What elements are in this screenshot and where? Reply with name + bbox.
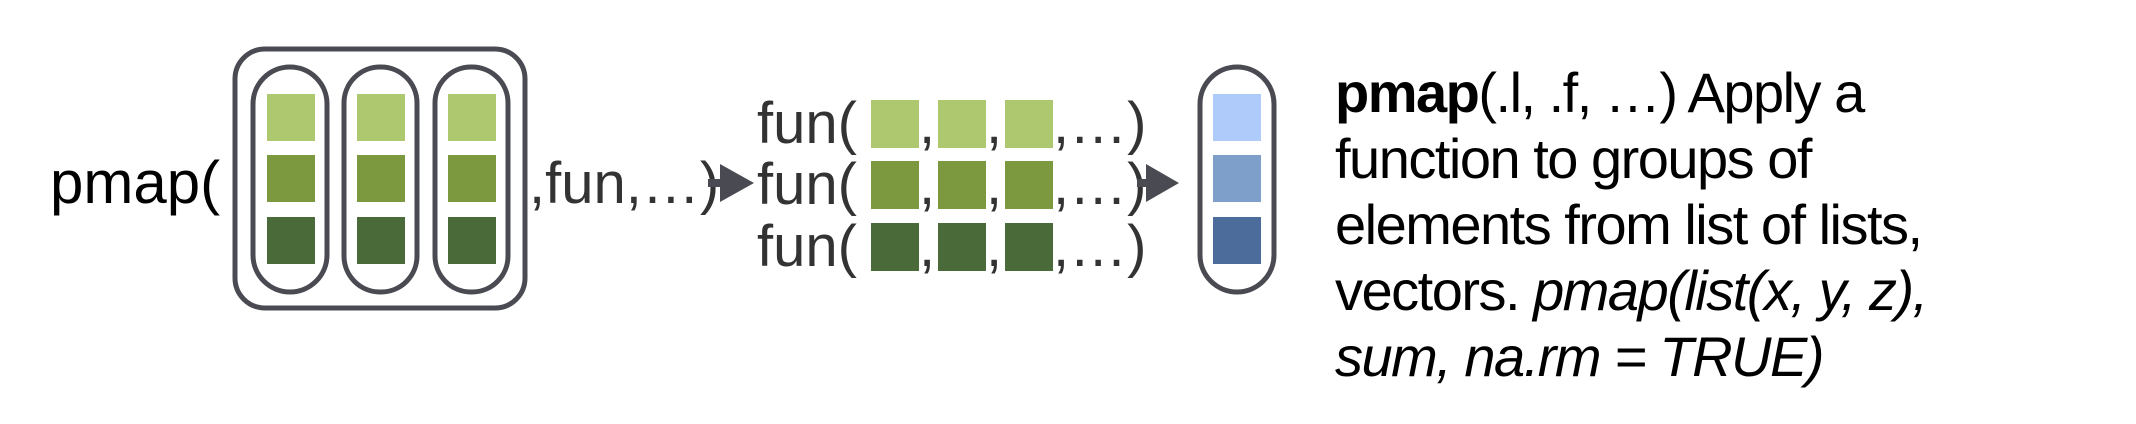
function-signature: (.l, .f, …) Apply a <box>1478 61 1865 124</box>
input-element-square <box>267 217 315 264</box>
argument-square <box>1005 223 1053 271</box>
input-element-square <box>357 155 405 202</box>
argument-separator: , <box>919 152 935 217</box>
pmap-args-label: ,fun,…) <box>529 151 719 216</box>
argument-square <box>871 161 919 209</box>
arrow-icon <box>1137 164 1179 202</box>
pmap-call-label: pmap( <box>50 149 220 216</box>
example-code: sum, na.rm = TRUE) <box>1335 325 1824 388</box>
list-of-lists-container <box>232 46 528 311</box>
argument-square <box>871 223 919 271</box>
description-text: vectors. <box>1335 259 1534 322</box>
argument-square <box>938 100 986 148</box>
argument-square <box>1005 161 1053 209</box>
list-pill-2 <box>341 64 420 295</box>
call-tail: ,…) <box>1053 214 1146 279</box>
description-line-1: pmap(.l, .f, …) Apply a <box>1335 60 1927 126</box>
argument-separator: , <box>986 214 1002 279</box>
arrow-icon <box>708 164 754 202</box>
input-element-square <box>448 155 496 202</box>
function-calls: fun(,, ,…) fun(,, ,…) fun(,, ,…) <box>757 91 1146 279</box>
input-element-square <box>448 217 496 264</box>
function-call-row: fun(,, ,…) <box>757 91 1146 156</box>
argument-square <box>871 100 919 148</box>
argument-separator: , <box>919 91 935 156</box>
output-element-square <box>1213 94 1261 141</box>
list-pill-3 <box>432 64 511 295</box>
description-line-3: elements from list of lists, <box>1335 193 1923 256</box>
output-list-pill <box>1197 64 1277 295</box>
output-elements <box>1213 94 1261 264</box>
function-name: pmap <box>1335 61 1480 124</box>
call-tail: ,…) <box>1053 91 1146 156</box>
description-line-2: function to groups of <box>1335 127 1812 190</box>
call-tail: ,…) <box>1053 152 1146 217</box>
argument-square <box>938 161 986 209</box>
description-line-5: sum, na.rm = TRUE) <box>1335 324 1927 390</box>
fun-label: fun( <box>757 214 857 279</box>
fun-label: fun( <box>757 91 857 156</box>
output-element-square <box>1213 155 1261 202</box>
description-line-4: vectors. pmap(list(x, y, z), <box>1335 258 1928 324</box>
input-elements <box>267 94 496 264</box>
argument-separator: , <box>919 214 935 279</box>
fun-label: fun( <box>757 152 857 217</box>
argument-square <box>1005 100 1053 148</box>
argument-square <box>938 223 986 271</box>
function-call-row: fun(,, ,…) <box>757 152 1146 217</box>
input-element-square <box>357 94 405 141</box>
list-pill-1 <box>250 64 330 295</box>
input-element-square <box>267 155 315 202</box>
description: pmap(.l, .f, …) Apply a function to grou… <box>1335 60 1928 390</box>
pmap-diagram: pmap( ,fun,…) fun(,, ,…) fun(,, ,…) fun(,, ,…… <box>50 46 1277 311</box>
example-code: pmap(list(x, y, z), <box>1533 259 1928 322</box>
input-element-square <box>448 94 496 141</box>
argument-separator: , <box>986 91 1002 156</box>
input-element-square <box>357 217 405 264</box>
input-element-square <box>267 94 315 141</box>
output-element-square <box>1213 217 1261 264</box>
argument-separator: , <box>986 152 1002 217</box>
function-call-row: fun(,, ,…) <box>757 214 1146 279</box>
